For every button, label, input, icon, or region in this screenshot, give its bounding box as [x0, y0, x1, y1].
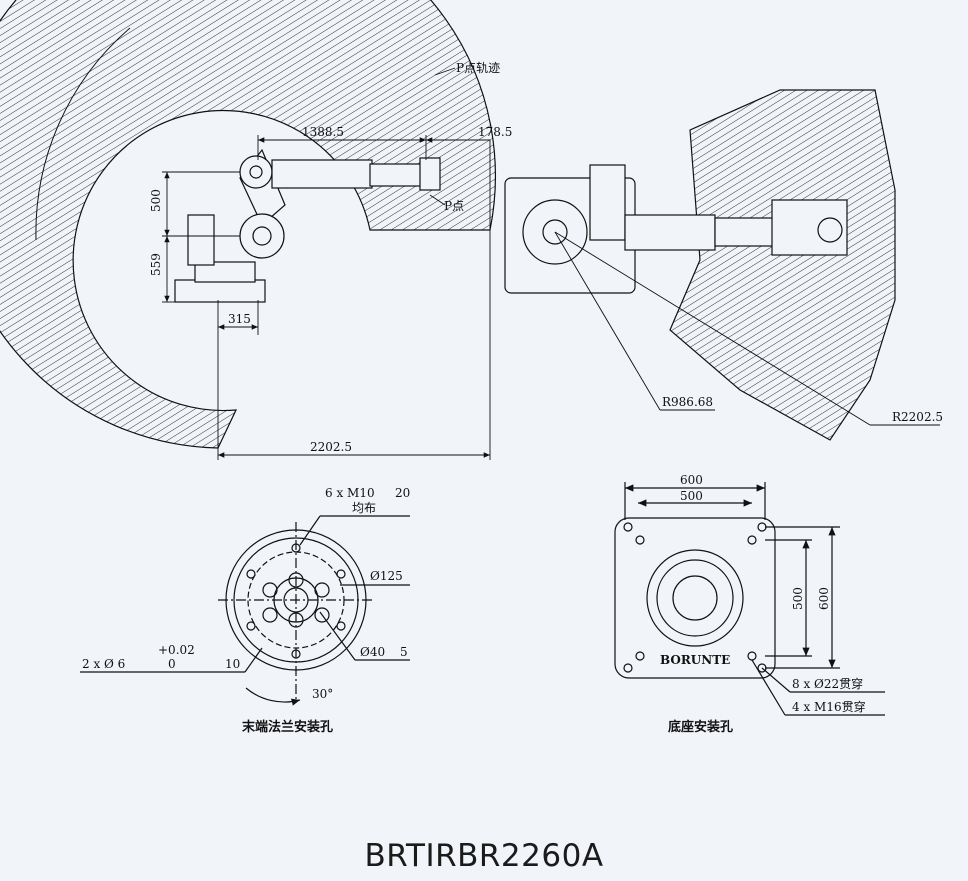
base-caption: 底座安装孔 [668, 719, 733, 735]
dim-base-height: 559 [149, 253, 163, 276]
dim-tool: 178.5 [478, 125, 512, 139]
dim-base-offset: 315 [228, 312, 251, 326]
top-view: R986.68 R2202.5 [504, 89, 943, 441]
flange-holes-label: 6 x M10 [325, 486, 375, 500]
top-reach-hatch [669, 89, 896, 441]
flange-dia-inner-depth: 5 [400, 645, 408, 659]
model-title: BRTIRBR2260A [364, 838, 604, 874]
flange-holes-note: 均布 [352, 501, 376, 515]
side-view: P点轨迹 P点 1388.5 178.5 500 559 315 2202.5 [0, 0, 512, 460]
p-point-label: P点 [444, 199, 464, 213]
robot-top-drawing [504, 164, 848, 294]
dim-upper: 500 [149, 189, 163, 212]
p-trajectory-label: P点轨迹 [456, 61, 500, 75]
flange-angle: 30° [312, 687, 333, 701]
base-dim-600-top: 600 [680, 473, 703, 487]
radius-inner-label: R986.68 [662, 395, 713, 409]
base-dim-500-top: 500 [680, 489, 703, 503]
flange-pin-depth: 10 [225, 657, 240, 671]
base-dim-500-side: 500 [791, 587, 805, 610]
base-holes-through: 8 x Ø22贯穿 [792, 676, 863, 691]
dim-reach: 1388.5 [302, 125, 344, 139]
base-drawing: 600 500 500 600 8 x Ø22贯穿 4 x M16贯穿 BORU… [614, 473, 885, 735]
flange-pin-tol-lower: 0 [168, 657, 176, 671]
brand-logo: BORUNTE [660, 653, 730, 667]
robot-side-drawing [174, 148, 441, 303]
flange-holes-depth: 20 [395, 486, 410, 500]
flange-pin-holes: 2 x Ø 6 [82, 657, 125, 671]
radius-outer-label: R2202.5 [892, 410, 943, 424]
flange-caption: 末端法兰安装孔 [241, 719, 333, 735]
flange-pin-tol-upper: +0.02 [158, 643, 195, 657]
base-threads-through: 4 x M16贯穿 [792, 699, 866, 714]
reach-envelope-hatch [0, 0, 497, 449]
dim-total: 2202.5 [310, 440, 352, 454]
flange-dia-inner: Ø40 [360, 645, 385, 659]
flange-dia-outer: Ø125 [370, 569, 403, 583]
flange-drawing: 6 x M10 20 均布 Ø125 Ø40 5 2 x Ø 6 +0.02 0… [80, 486, 410, 735]
base-dim-600-side: 600 [817, 587, 831, 610]
